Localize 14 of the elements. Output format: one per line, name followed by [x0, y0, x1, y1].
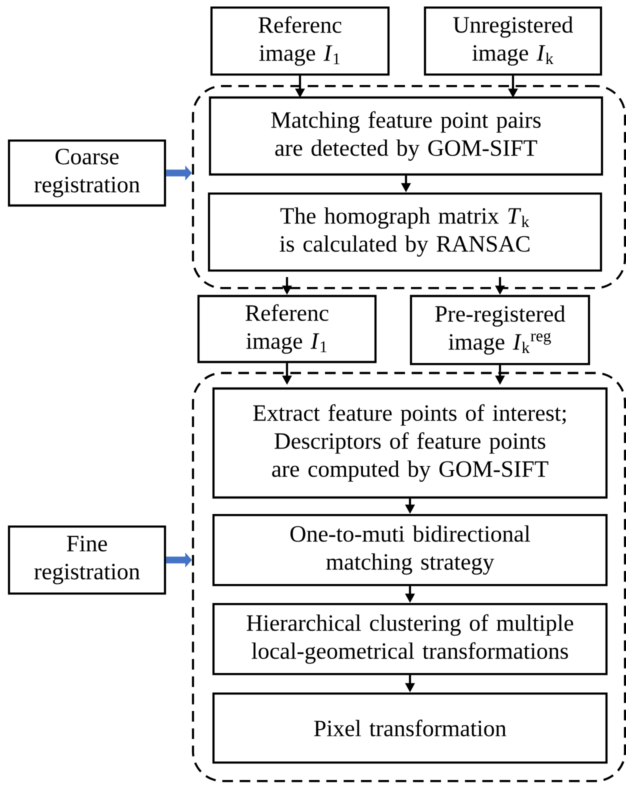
process-box: The homograph matrix T$_{k}$ is calculated by RANSAC	[208, 192, 602, 272]
process-box: One-to-muti bidirectional matching strategy	[212, 514, 608, 586]
process-box: Hierarchical clustering of multiple local-geometrical transformations	[212, 602, 608, 676]
stage-label-box: Coarse registration	[8, 139, 166, 207]
process-box: Extract feature points of interest; Descriptors of feature points are computed by GOM-SIFT	[212, 387, 608, 499]
dashed-group-frame	[192, 84, 626, 290]
input-box: Referenc image I$_{1}$	[210, 6, 390, 76]
input-box: Referenc image I$_{1}$	[197, 294, 377, 364]
dashed-group-frame	[192, 372, 626, 782]
stage-label-box: Fine registration	[8, 525, 166, 595]
input-box: Unregistered image I$_{k}$	[424, 6, 602, 76]
process-box: Pixel transformation	[212, 692, 608, 764]
input-box: Pre-registered image I$_{k}$reg	[410, 294, 590, 366]
process-box: Matching feature point pairs are detected by GOM-SIFT	[208, 96, 604, 176]
